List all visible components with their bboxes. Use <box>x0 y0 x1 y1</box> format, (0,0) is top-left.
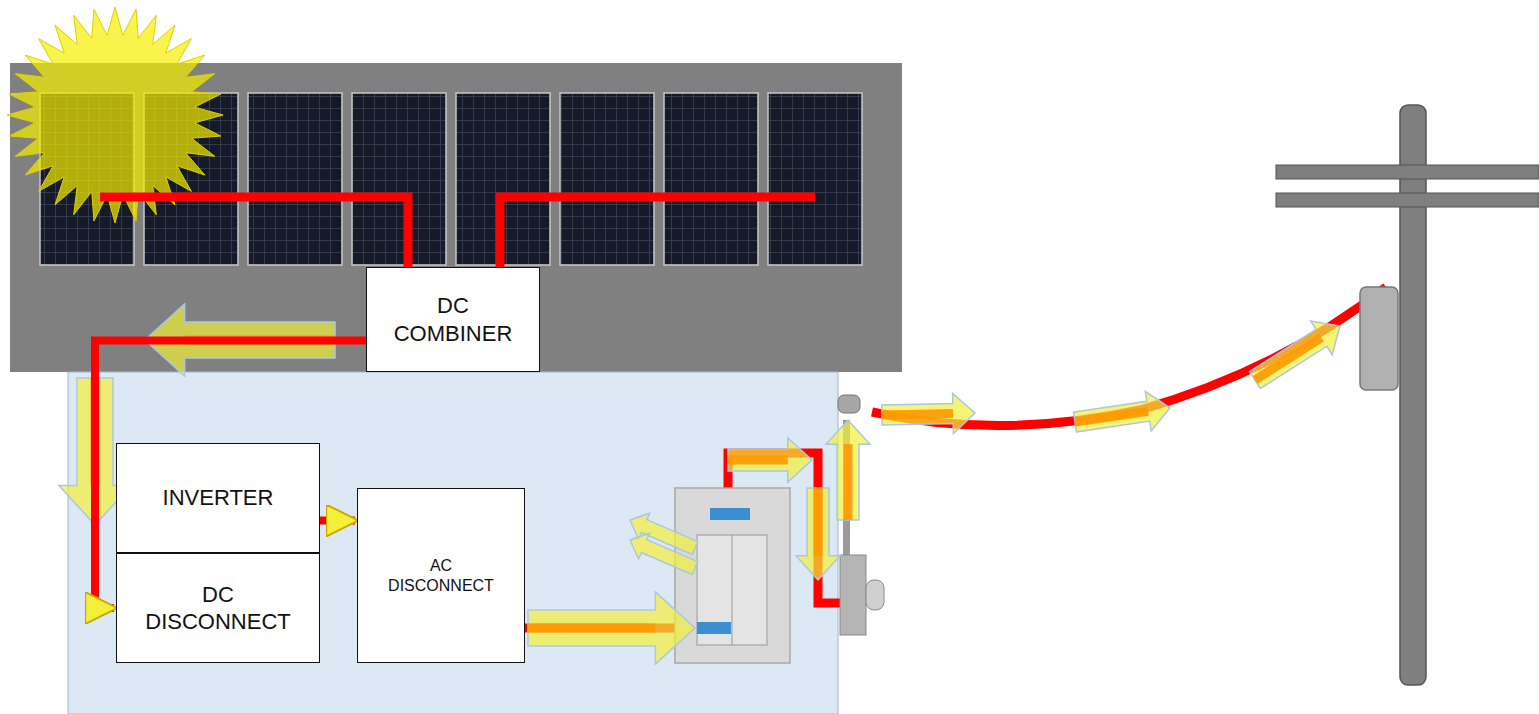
flow-arrow <box>1074 391 1170 431</box>
house-wall <box>68 372 838 714</box>
sun-burst <box>7 7 223 223</box>
flow-arrow <box>528 592 695 664</box>
solar-panel <box>768 93 862 265</box>
flow-arrow <box>882 393 975 433</box>
service-panel <box>675 488 790 663</box>
solar-panel <box>664 93 758 265</box>
current-band <box>844 444 853 520</box>
flow-arrow <box>728 438 812 482</box>
flow-arrow <box>796 488 840 580</box>
current-band <box>1075 411 1148 422</box>
sun <box>7 7 223 223</box>
current-band <box>882 413 953 415</box>
component-label: INVERTER <box>163 484 274 512</box>
flow-arrow <box>1250 321 1340 389</box>
current-band <box>1255 338 1321 380</box>
component-label: DC DISCONNECT <box>143 581 293 636</box>
component-label: AC DISCONNECT <box>386 556 496 596</box>
utility-pole <box>1276 105 1539 685</box>
power-connector <box>320 517 355 525</box>
current-band <box>814 488 823 556</box>
component-box: DC DISCONNECT <box>116 553 320 663</box>
solar-panel <box>248 93 342 265</box>
power-flow-arrows <box>59 304 1340 664</box>
flow-arrow <box>826 420 870 520</box>
component-box: INVERTER <box>116 443 320 553</box>
solar-panel <box>560 93 654 265</box>
flow-arrow <box>630 533 698 574</box>
solar-panel <box>352 93 446 265</box>
component-box: AC DISCONNECT <box>357 488 525 663</box>
current-band <box>528 624 655 633</box>
current-band <box>728 456 788 465</box>
component-box: DC COMBINER <box>366 267 540 372</box>
component-label: DC COMBINER <box>391 292 516 347</box>
